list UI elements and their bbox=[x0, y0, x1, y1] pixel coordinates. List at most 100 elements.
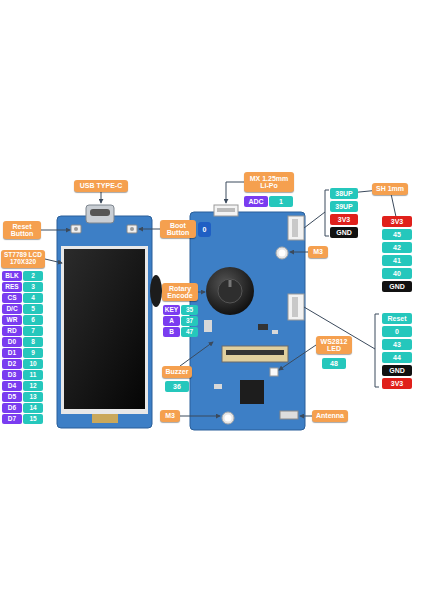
main-board-part bbox=[214, 384, 222, 389]
label-text: 7 bbox=[31, 328, 35, 335]
label-text: B bbox=[169, 329, 174, 336]
label-text: BLK bbox=[5, 273, 18, 280]
label-text: CS bbox=[7, 295, 16, 302]
pin-name: D2 bbox=[2, 359, 22, 369]
main-board-part bbox=[217, 208, 235, 212]
pin-name: B bbox=[163, 327, 180, 337]
pin-number: 7 bbox=[23, 326, 43, 336]
main-board-part bbox=[258, 324, 268, 330]
callout-label: Reset Button bbox=[3, 221, 41, 239]
callout-label: SH 1mm bbox=[372, 183, 408, 195]
label-text: Reset bbox=[387, 315, 406, 322]
main-board-part bbox=[226, 350, 284, 355]
main-board bbox=[190, 205, 305, 430]
label-text: GND bbox=[336, 229, 352, 236]
callout-label: Boot Button bbox=[160, 220, 196, 238]
pin-label: 42 bbox=[382, 242, 412, 253]
lcd-board-part bbox=[86, 205, 114, 223]
pin-label: 39UP bbox=[330, 201, 358, 212]
leader-lines-part bbox=[198, 292, 205, 293]
pin-number: 14 bbox=[23, 403, 43, 413]
pin-name: D6 bbox=[2, 403, 22, 413]
label-text: D5 bbox=[8, 394, 16, 401]
label-text: 45 bbox=[393, 231, 401, 238]
pin-number: 9 bbox=[23, 348, 43, 358]
callout-label: MX 1.25mm Li-Po bbox=[244, 172, 294, 192]
main-board-part bbox=[270, 368, 278, 376]
label-text: 42 bbox=[393, 244, 401, 251]
leader-lines-part bbox=[41, 230, 70, 231]
pin-number: 12 bbox=[23, 381, 43, 391]
main-board-part bbox=[279, 250, 286, 257]
lcd-board-part bbox=[71, 225, 81, 233]
main-board-part bbox=[204, 320, 212, 332]
leader-lines-part bbox=[45, 259, 62, 263]
label-text: MX 1.25mm Li-Po bbox=[245, 175, 293, 190]
pin-number: 1 bbox=[269, 196, 293, 207]
pin-number: 0 bbox=[198, 222, 211, 237]
pin-name: WR bbox=[2, 315, 22, 325]
main-board-part bbox=[222, 412, 234, 424]
label-text: 41 bbox=[393, 257, 401, 264]
connector-brackets bbox=[304, 190, 379, 387]
main-board-part bbox=[276, 247, 288, 259]
label-text: 15 bbox=[29, 416, 36, 423]
label-text: 48 bbox=[330, 360, 338, 367]
pin-label: 3V3 bbox=[330, 214, 358, 225]
leader-lines bbox=[41, 182, 316, 416]
label-text: 1 bbox=[279, 198, 283, 205]
label-text: KEY bbox=[165, 307, 178, 314]
pin-name: D0 bbox=[2, 337, 22, 347]
pin-number: 11 bbox=[23, 370, 43, 380]
callout-label: Antenna bbox=[312, 410, 348, 422]
pin-label: GND bbox=[382, 281, 412, 292]
pin-label: GND bbox=[382, 365, 412, 376]
main-board-part bbox=[240, 380, 264, 404]
main-board-part bbox=[229, 280, 232, 287]
label-text: GND bbox=[389, 367, 405, 374]
pin-number: 3 bbox=[23, 282, 43, 292]
lcd-board bbox=[57, 205, 162, 428]
label-text: 3V3 bbox=[338, 216, 350, 223]
callout-label: USB TYPE-C bbox=[74, 180, 128, 192]
pin-name: BLK bbox=[2, 271, 22, 281]
lcd-board-part bbox=[61, 246, 148, 414]
pin-name: D1 bbox=[2, 348, 22, 358]
label-text: M3 bbox=[313, 248, 323, 255]
callout-label: Rotary Encode bbox=[162, 283, 198, 301]
label-text: Reset Button bbox=[4, 223, 40, 238]
main-board-part bbox=[292, 219, 298, 237]
label-text: 11 bbox=[30, 372, 37, 379]
pin-number: 5 bbox=[23, 304, 43, 314]
label-text: 47 bbox=[186, 329, 193, 336]
pin-number: 48 bbox=[322, 358, 346, 369]
pin-number: 8 bbox=[23, 337, 43, 347]
main-board-part bbox=[222, 346, 288, 362]
callout-label: M3 bbox=[308, 246, 328, 258]
pin-number: 4 bbox=[23, 293, 43, 303]
pin-label: Reset bbox=[382, 313, 412, 324]
pin-name: CS bbox=[2, 293, 22, 303]
label-text: ADC bbox=[248, 198, 263, 205]
label-text: Buzzer bbox=[166, 368, 189, 375]
label-text: 0 bbox=[203, 226, 207, 233]
main-board-part bbox=[272, 330, 278, 334]
main-board-part bbox=[206, 267, 254, 315]
label-text: 14 bbox=[29, 405, 36, 412]
lcd-board-part bbox=[150, 275, 162, 307]
lcd-board-part bbox=[64, 249, 145, 409]
pin-label: GND bbox=[330, 227, 358, 238]
label-text: 5 bbox=[31, 306, 35, 313]
lcd-board-part bbox=[92, 414, 118, 423]
label-text: D7 bbox=[8, 416, 16, 423]
label-text: D4 bbox=[8, 383, 16, 390]
pin-name: KEY bbox=[163, 305, 180, 315]
label-text: 0 bbox=[395, 328, 399, 335]
label-text: 37 bbox=[186, 318, 193, 325]
pin-label: 38UP bbox=[330, 188, 358, 199]
label-text: D0 bbox=[8, 339, 16, 346]
connector-brackets-part bbox=[304, 212, 325, 228]
